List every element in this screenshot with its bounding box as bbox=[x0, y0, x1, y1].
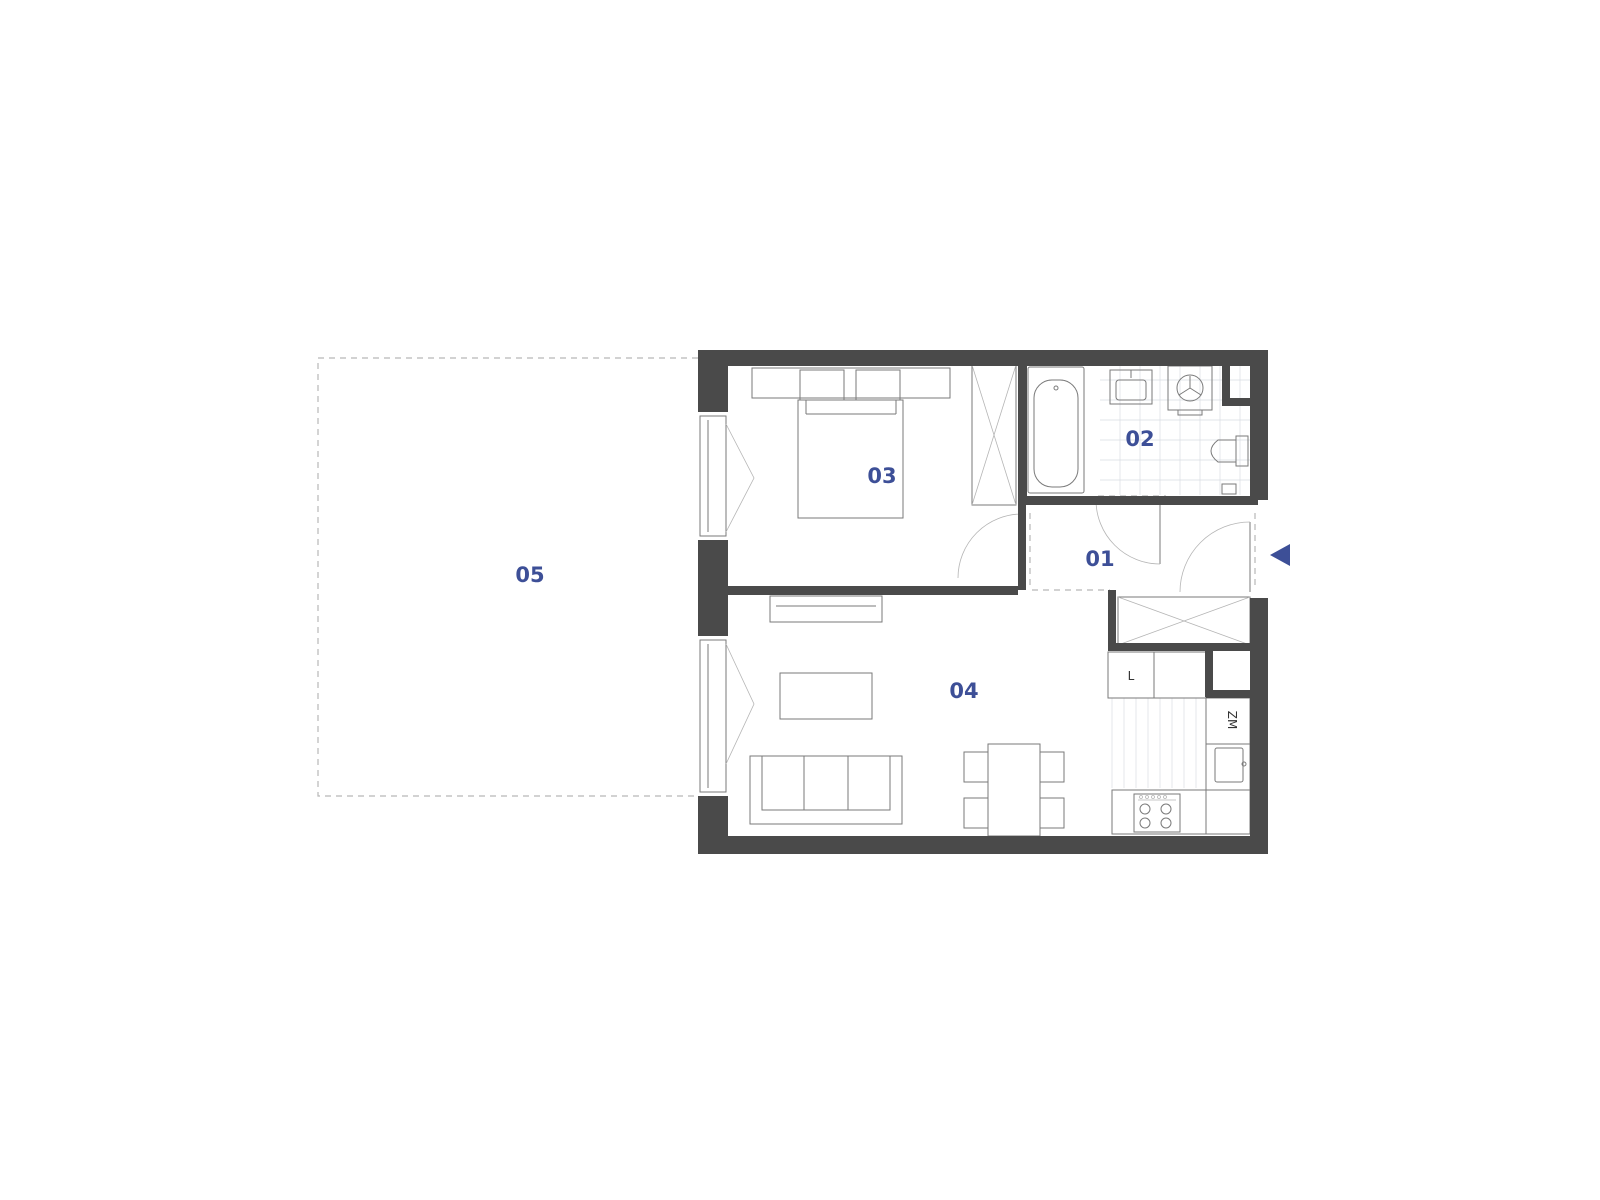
tv-cabinet bbox=[769, 595, 883, 623]
door-bedroom bbox=[957, 513, 1023, 579]
bed bbox=[751, 367, 951, 519]
coffee-table bbox=[779, 672, 873, 720]
washing-machine bbox=[1167, 365, 1213, 416]
door-entrance bbox=[1179, 521, 1251, 593]
room-label-01: 01 bbox=[1085, 547, 1114, 571]
bedroom-wardrobe bbox=[971, 364, 1017, 506]
dining-table bbox=[963, 743, 1065, 837]
kitchen-floor-lines bbox=[1111, 698, 1197, 788]
window-bedroom bbox=[699, 415, 755, 537]
walls bbox=[698, 350, 1268, 854]
sofa bbox=[749, 755, 903, 825]
bathroom-tile-grid bbox=[1100, 366, 1252, 495]
room-label-02: 02 bbox=[1125, 427, 1154, 451]
toilet bbox=[1210, 435, 1249, 495]
room-label-04: 04 bbox=[949, 679, 978, 703]
bathroom-sink bbox=[1109, 369, 1153, 405]
cabinet-l-label: L bbox=[1128, 669, 1135, 683]
room-labels: 01 02 03 04 05 bbox=[515, 427, 1154, 703]
hall-passage-lines bbox=[1029, 495, 1256, 591]
entrance-arrow-icon bbox=[1270, 544, 1290, 566]
room-label-05: 05 bbox=[515, 563, 544, 587]
terrace-outline bbox=[317, 357, 698, 797]
bathtub bbox=[1027, 366, 1085, 494]
room-label-03: 03 bbox=[867, 464, 896, 488]
cabinet-zm-label: ZM bbox=[1225, 711, 1239, 730]
kitchen-cabinet-l bbox=[1107, 651, 1207, 699]
hall-wardrobe bbox=[1117, 596, 1251, 646]
cooktop bbox=[1133, 793, 1181, 833]
window-living bbox=[699, 639, 755, 793]
door-bathroom bbox=[1095, 499, 1161, 565]
